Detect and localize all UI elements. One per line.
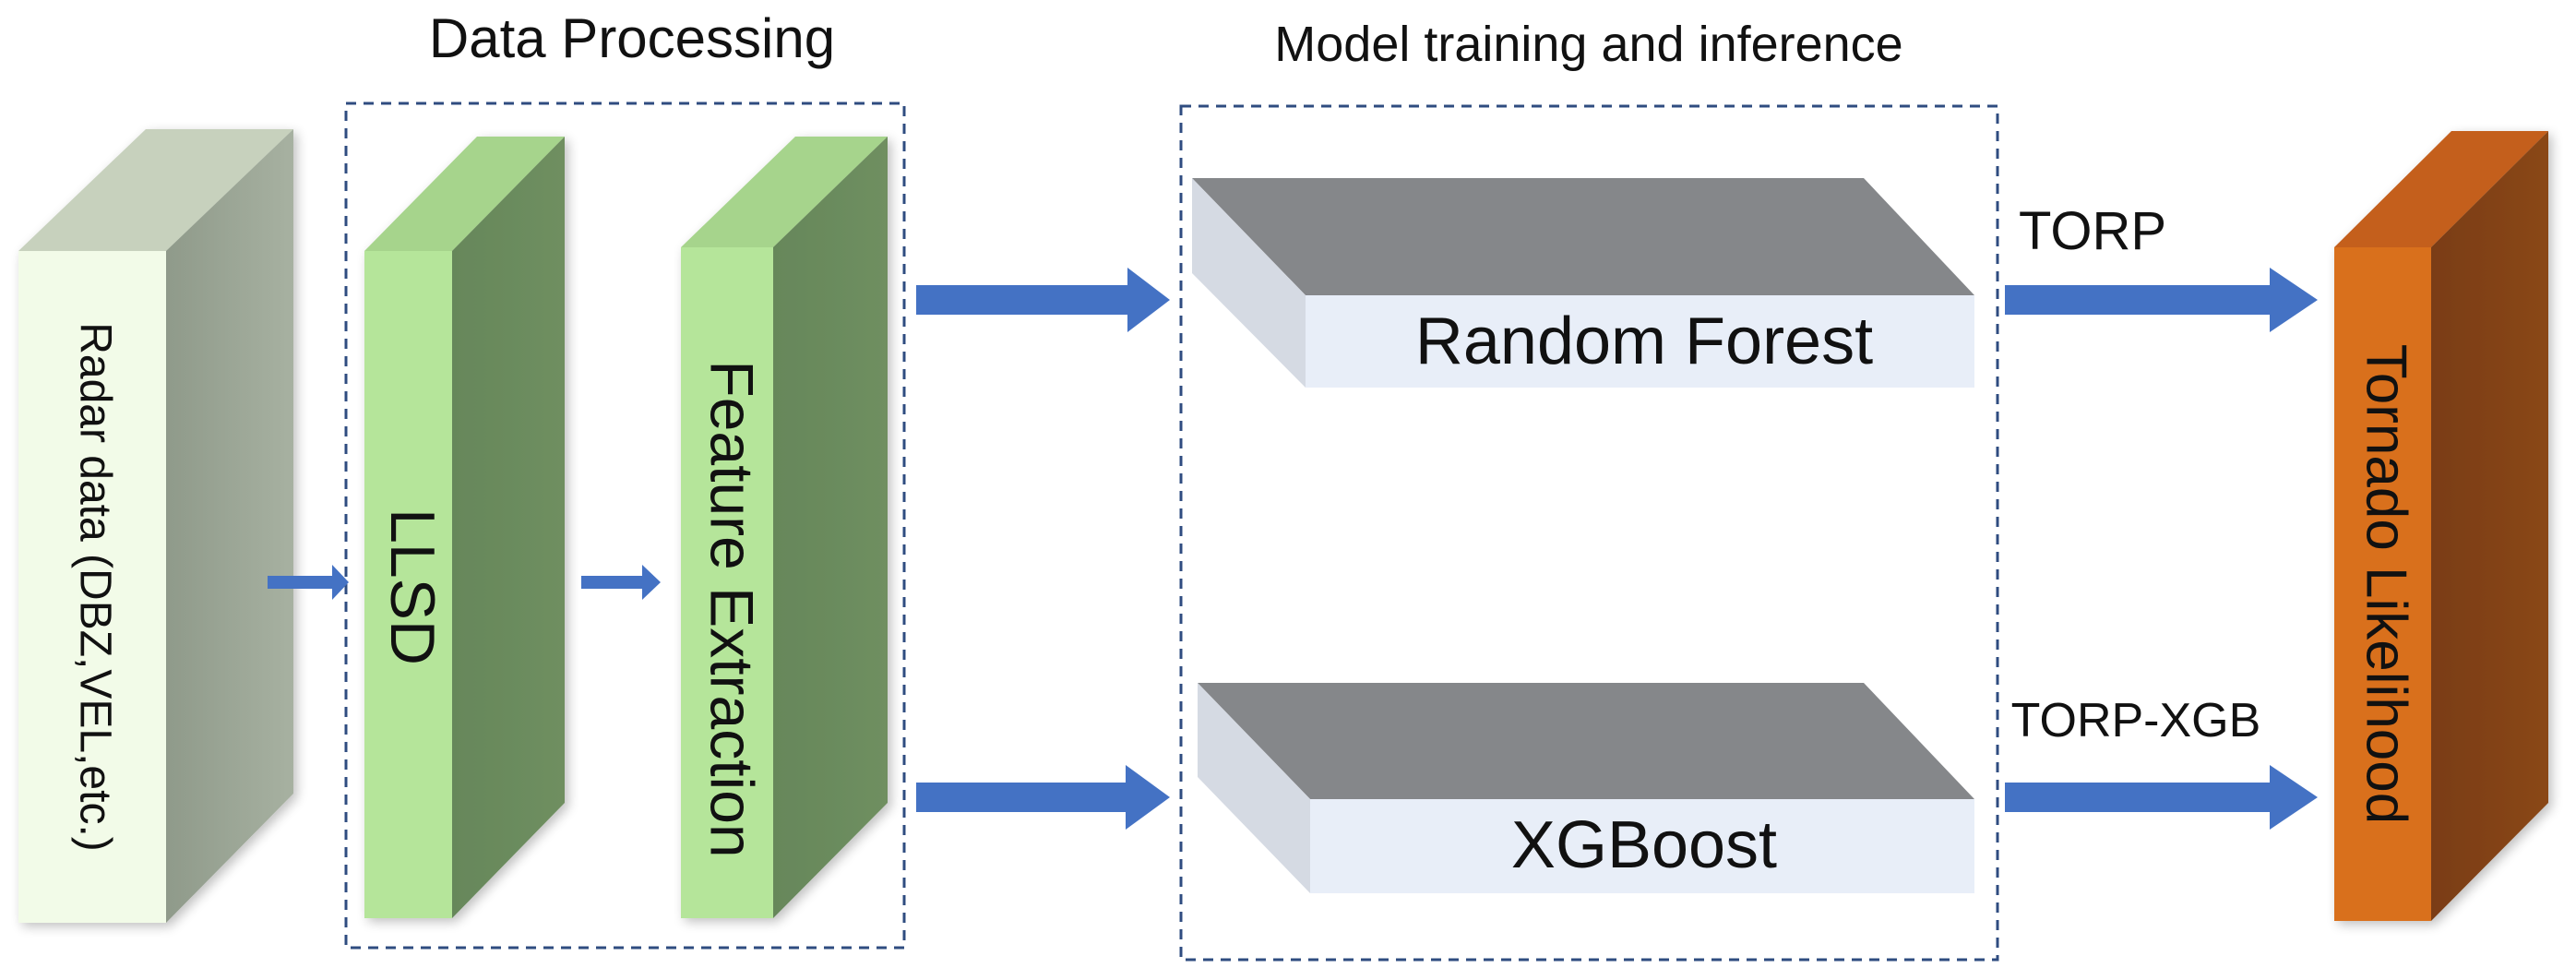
output-block-front (2334, 247, 2431, 921)
llsd-label: LLSD (377, 508, 447, 665)
llsd-block (364, 137, 565, 918)
section-title-model-training: Model training and inference (1274, 17, 1902, 72)
xgboost-slab-front (1310, 799, 1974, 893)
xgboost-label: XGBoost (1511, 808, 1777, 882)
model-training-group-box (1179, 104, 1999, 962)
arrow-torp-xgb (2005, 765, 2318, 830)
radar-block-side (166, 129, 293, 923)
arrow-feature-to-random-forest (916, 268, 1170, 332)
arrow-llsd-to-feature (581, 565, 661, 600)
llsd-block-side (452, 137, 565, 918)
arrow-feature-to-xgboost (916, 765, 1170, 830)
output-block-top (2334, 131, 2548, 247)
arrow-torp (2005, 268, 2318, 332)
xgboost-slab-side (1198, 683, 1310, 893)
random-forest-slab-top (1192, 178, 1974, 295)
feature-extraction-label: Feature Extraction (698, 360, 767, 857)
random-forest-slab-front (1306, 295, 1974, 388)
torp-xgb-label: TORP-XGB (2011, 694, 2261, 747)
radar-block-top (18, 129, 293, 251)
xgboost-block (1198, 683, 1974, 893)
output-block-side (2431, 131, 2548, 921)
radar-block-front (18, 251, 166, 923)
torp-label: TORP (2019, 201, 2166, 261)
section-title-data-processing: Data Processing (429, 7, 835, 69)
radar-data-block (18, 129, 293, 923)
llsd-block-top (364, 137, 565, 251)
feature-block-side (773, 137, 888, 918)
random-forest-block (1192, 178, 1974, 388)
tornado-likelihood-block (2334, 131, 2548, 921)
tornado-likelihood-label: Tornado Likelihood (2355, 344, 2418, 825)
feature-extraction-block (681, 137, 888, 918)
random-forest-label: Random Forest (1415, 305, 1873, 378)
feature-block-front (681, 247, 773, 918)
feature-block-top (681, 137, 888, 247)
arrow-radar-to-llsd (268, 565, 349, 600)
random-forest-slab-side (1192, 178, 1306, 388)
llsd-block-front (364, 251, 452, 918)
radar-data-label: Radar data (DBZ,VEL,etc.) (70, 322, 119, 852)
xgboost-slab-top (1198, 683, 1974, 799)
